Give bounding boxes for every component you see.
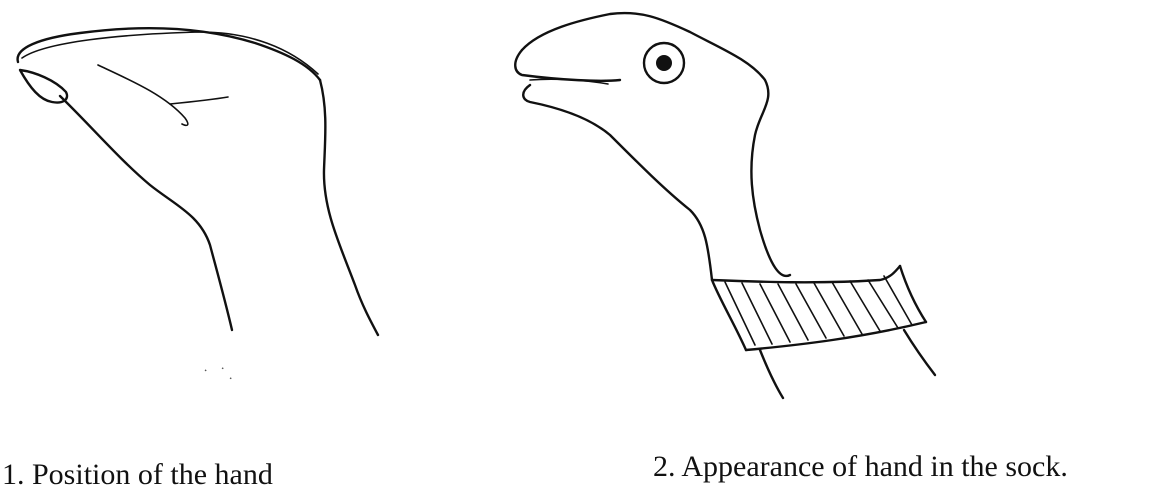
caption-hand-position: 1. Position of the hand bbox=[2, 458, 273, 492]
caption-hand-in-sock: 2. Appearance of hand in the sock. bbox=[653, 450, 1068, 484]
hand-position-drawing bbox=[18, 28, 378, 379]
sock-puppet-drawing bbox=[515, 13, 935, 398]
eye-pupil bbox=[656, 55, 672, 71]
